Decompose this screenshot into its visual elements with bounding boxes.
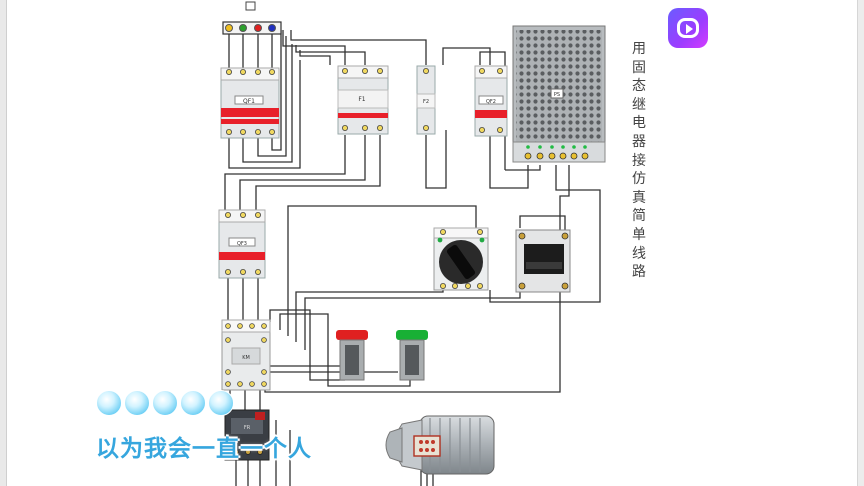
green-indicator-light[interactable] bbox=[396, 330, 428, 381]
lyric-dot bbox=[180, 390, 206, 416]
lyric-dot bbox=[124, 390, 150, 416]
psu-label: PS bbox=[554, 92, 560, 98]
single-breaker-label: F2 bbox=[423, 99, 429, 105]
lyric-dot bbox=[96, 390, 122, 416]
video-app-logo bbox=[668, 8, 708, 48]
motor[interactable] bbox=[385, 415, 495, 475]
terminal-block bbox=[222, 1, 282, 35]
red-indicator-light[interactable] bbox=[336, 330, 368, 381]
dp-breaker-label: F1 bbox=[358, 96, 365, 103]
contactor-label: KM bbox=[242, 355, 250, 361]
play-icon bbox=[677, 18, 699, 38]
ac-contactor[interactable]: KM bbox=[221, 319, 271, 391]
lyric-progress-dots bbox=[96, 390, 234, 416]
rotary-selector-switch[interactable] bbox=[433, 227, 489, 291]
lyric-subtitle: 以为我会一直一个人 bbox=[96, 436, 312, 462]
breaker-1p-psu[interactable]: QF2 bbox=[474, 65, 508, 137]
window-left-edge bbox=[0, 0, 7, 486]
psu-breaker-label: QF2 bbox=[486, 99, 496, 105]
solid-state-relay[interactable] bbox=[515, 229, 571, 293]
window-right-edge bbox=[857, 0, 864, 486]
lyric-dot bbox=[208, 390, 234, 416]
breaker-2p[interactable]: F1 bbox=[337, 65, 389, 135]
main-breaker-4p[interactable]: QF1 bbox=[220, 67, 280, 139]
vertical-title: 用固态继电器接仿真简单线路 bbox=[632, 41, 646, 281]
lyric-dot bbox=[152, 390, 178, 416]
switching-power-supply[interactable]: PS bbox=[512, 25, 606, 163]
thermal-relay-label: FR bbox=[244, 425, 251, 431]
thermal-overload-relay[interactable]: FR bbox=[224, 409, 270, 461]
lower-breaker-label: QF3 bbox=[237, 241, 247, 247]
main-breaker-label: QF1 bbox=[243, 98, 255, 105]
breaker-3p[interactable]: QF3 bbox=[218, 209, 266, 279]
breaker-1p[interactable]: F2 bbox=[416, 65, 436, 135]
